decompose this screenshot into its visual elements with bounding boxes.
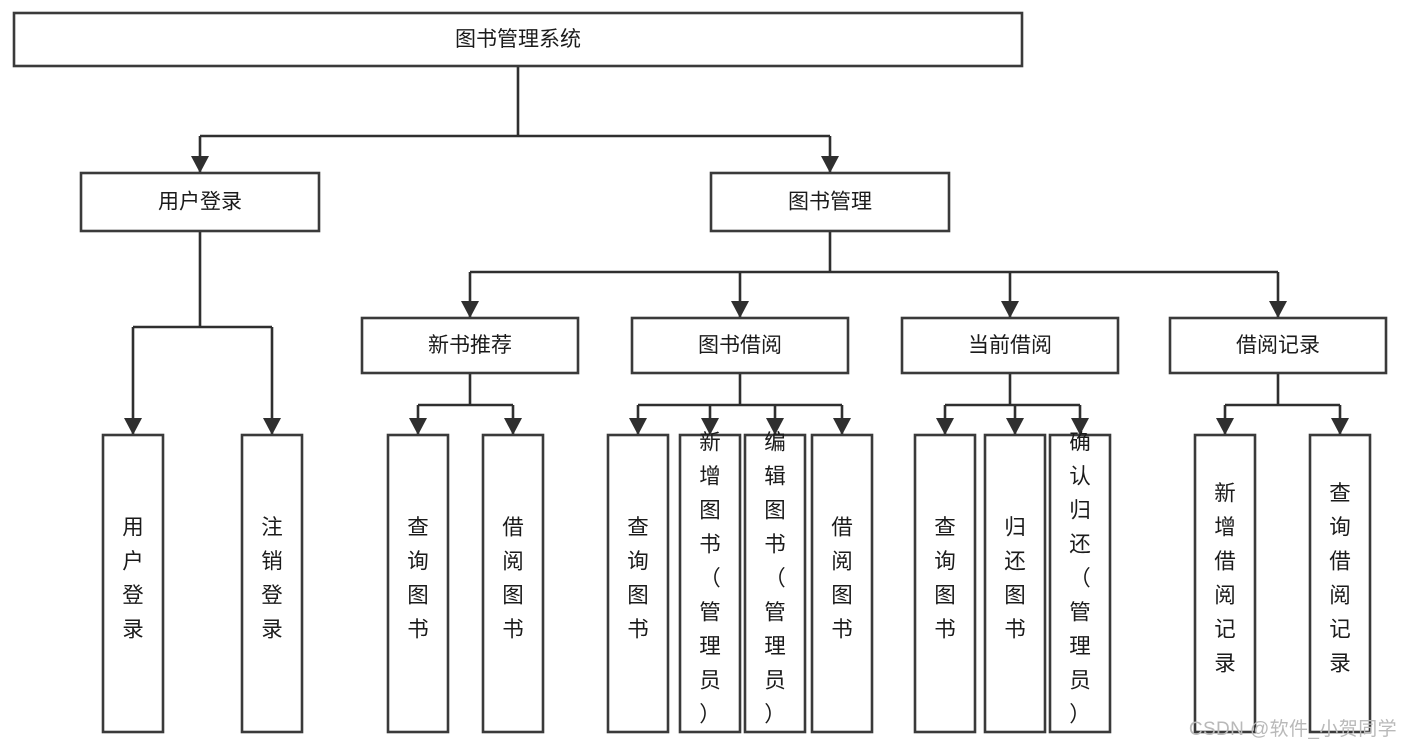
node-box-leaf-add-record[interactable]: [1193, 433, 1257, 734]
node-box-leaf-borrow-book-2[interactable]: [810, 433, 874, 734]
node-box-book-management[interactable]: [709, 171, 951, 233]
arrow-icon-user-login-to-leaf-user-login: [124, 418, 142, 435]
node-root[interactable]: 图书管理系统: [12, 11, 1024, 68]
node-box-leaf-query-book-1[interactable]: [386, 433, 450, 734]
node-box-leaf-query-book-3[interactable]: [913, 433, 977, 734]
node-box-new-book-recommend[interactable]: [360, 316, 580, 375]
node-label-leaf-query-book-2: 查询图书: [627, 516, 649, 642]
arrow-icon-root-to-user-login: [191, 156, 209, 173]
node-leaf-query-book-2[interactable]: 查询图书: [606, 433, 670, 734]
arrow-icon-book-management-to-current-borrow: [1001, 301, 1019, 318]
arrow-icon-current-borrow-to-leaf-query-book-3: [936, 418, 954, 435]
arrow-icon-new-book-recommend-to-leaf-borrow-book-1: [504, 418, 522, 435]
node-label-leaf-borrow-book-2: 借阅图书: [831, 516, 853, 642]
node-box-leaf-confirm-return[interactable]: [1048, 433, 1112, 734]
arrow-icon-book-borrow-to-leaf-edit-book: [766, 418, 784, 435]
node-label-leaf-edit-book: 编辑图书（管理员）: [764, 431, 786, 727]
node-leaf-query-record[interactable]: 查询借阅记录: [1308, 433, 1372, 734]
node-label-leaf-add-record: 新增借阅记录: [1214, 482, 1236, 676]
node-book-management[interactable]: 图书管理: [709, 171, 951, 233]
arrow-icon-current-borrow-to-leaf-return-book: [1006, 418, 1024, 435]
node-layer: 图书管理系统用户登录图书管理新书推荐图书借阅当前借阅借阅记录用户登录注销登录查询…: [12, 11, 1388, 734]
node-leaf-borrow-book-2[interactable]: 借阅图书: [810, 433, 874, 734]
node-book-borrow[interactable]: 图书借阅: [630, 316, 850, 375]
node-leaf-add-record[interactable]: 新增借阅记录: [1193, 433, 1257, 734]
node-label-leaf-borrow-book-1: 借阅图书: [502, 516, 524, 642]
arrow-icon-current-borrow-to-leaf-confirm-return: [1071, 418, 1089, 435]
node-box-leaf-logout[interactable]: [240, 433, 304, 734]
csdn-watermark: CSDN @软件_小贺同学: [1188, 719, 1397, 740]
arrow-icon-new-book-recommend-to-leaf-query-book-1: [409, 418, 427, 435]
node-box-leaf-return-book[interactable]: [983, 433, 1047, 734]
node-label-leaf-query-book-3: 查询图书: [934, 516, 956, 642]
node-leaf-confirm-return[interactable]: 确认归还（管理员）: [1048, 431, 1112, 734]
arrow-icon-user-login-to-leaf-logout: [263, 418, 281, 435]
node-label-leaf-query-book-1: 查询图书: [407, 516, 429, 642]
node-current-borrow[interactable]: 当前借阅: [900, 316, 1120, 375]
node-box-leaf-add-book[interactable]: [678, 433, 742, 734]
node-box-book-borrow[interactable]: [630, 316, 850, 375]
node-label-new-book-recommend: 新书推荐: [428, 334, 512, 357]
node-box-leaf-user-login[interactable]: [101, 433, 165, 734]
node-box-leaf-borrow-book-1[interactable]: [481, 433, 545, 734]
arrow-icon-book-borrow-to-leaf-add-book: [701, 418, 719, 435]
node-user-login[interactable]: 用户登录: [79, 171, 321, 233]
node-leaf-query-book-1[interactable]: 查询图书: [386, 433, 450, 734]
node-label-borrow-records: 借阅记录: [1236, 334, 1320, 357]
node-label-current-borrow: 当前借阅: [968, 334, 1052, 357]
connector-layer: [124, 66, 1349, 435]
arrow-icon-borrow-records-to-leaf-query-record: [1331, 418, 1349, 435]
arrow-icon-book-borrow-to-leaf-borrow-book-2: [833, 418, 851, 435]
node-leaf-add-book[interactable]: 新增图书（管理员）: [678, 431, 742, 734]
node-label-leaf-query-record: 查询借阅记录: [1329, 482, 1351, 676]
node-leaf-logout[interactable]: 注销登录: [240, 433, 304, 734]
arrow-icon-borrow-records-to-leaf-add-record: [1216, 418, 1234, 435]
node-borrow-records[interactable]: 借阅记录: [1168, 316, 1388, 375]
node-label-leaf-user-login: 用户登录: [122, 516, 144, 642]
node-label-leaf-confirm-return: 确认归还（管理员）: [1069, 431, 1091, 727]
node-leaf-user-login[interactable]: 用户登录: [101, 433, 165, 734]
arrow-icon-book-borrow-to-leaf-query-book-2: [629, 418, 647, 435]
node-label-root: 图书管理系统: [455, 28, 581, 51]
node-leaf-return-book[interactable]: 归还图书: [983, 433, 1047, 734]
node-box-user-login[interactable]: [79, 171, 321, 233]
node-label-leaf-add-book: 新增图书（管理员）: [699, 431, 721, 727]
node-leaf-edit-book[interactable]: 编辑图书（管理员）: [743, 431, 807, 734]
node-box-current-borrow[interactable]: [900, 316, 1120, 375]
node-box-leaf-query-record[interactable]: [1308, 433, 1372, 734]
node-box-leaf-edit-book[interactable]: [743, 433, 807, 734]
node-label-leaf-logout: 注销登录: [261, 516, 283, 642]
node-label-book-borrow: 图书借阅: [698, 334, 782, 357]
node-box-leaf-query-book-2[interactable]: [606, 433, 670, 734]
node-leaf-borrow-book-1[interactable]: 借阅图书: [481, 433, 545, 734]
node-box-root[interactable]: [12, 11, 1024, 68]
node-box-borrow-records[interactable]: [1168, 316, 1388, 375]
arrow-icon-book-management-to-borrow-records: [1269, 301, 1287, 318]
arrow-icon-root-to-book-management: [821, 156, 839, 173]
node-label-leaf-return-book: 归还图书: [1004, 516, 1026, 642]
node-new-book-recommend[interactable]: 新书推荐: [360, 316, 580, 375]
node-label-user-login: 用户登录: [158, 191, 242, 214]
node-label-book-management: 图书管理: [788, 191, 872, 214]
arrow-icon-book-management-to-new-book-recommend: [461, 301, 479, 318]
node-leaf-query-book-3[interactable]: 查询图书: [913, 433, 977, 734]
arrow-icon-book-management-to-book-borrow: [731, 301, 749, 318]
